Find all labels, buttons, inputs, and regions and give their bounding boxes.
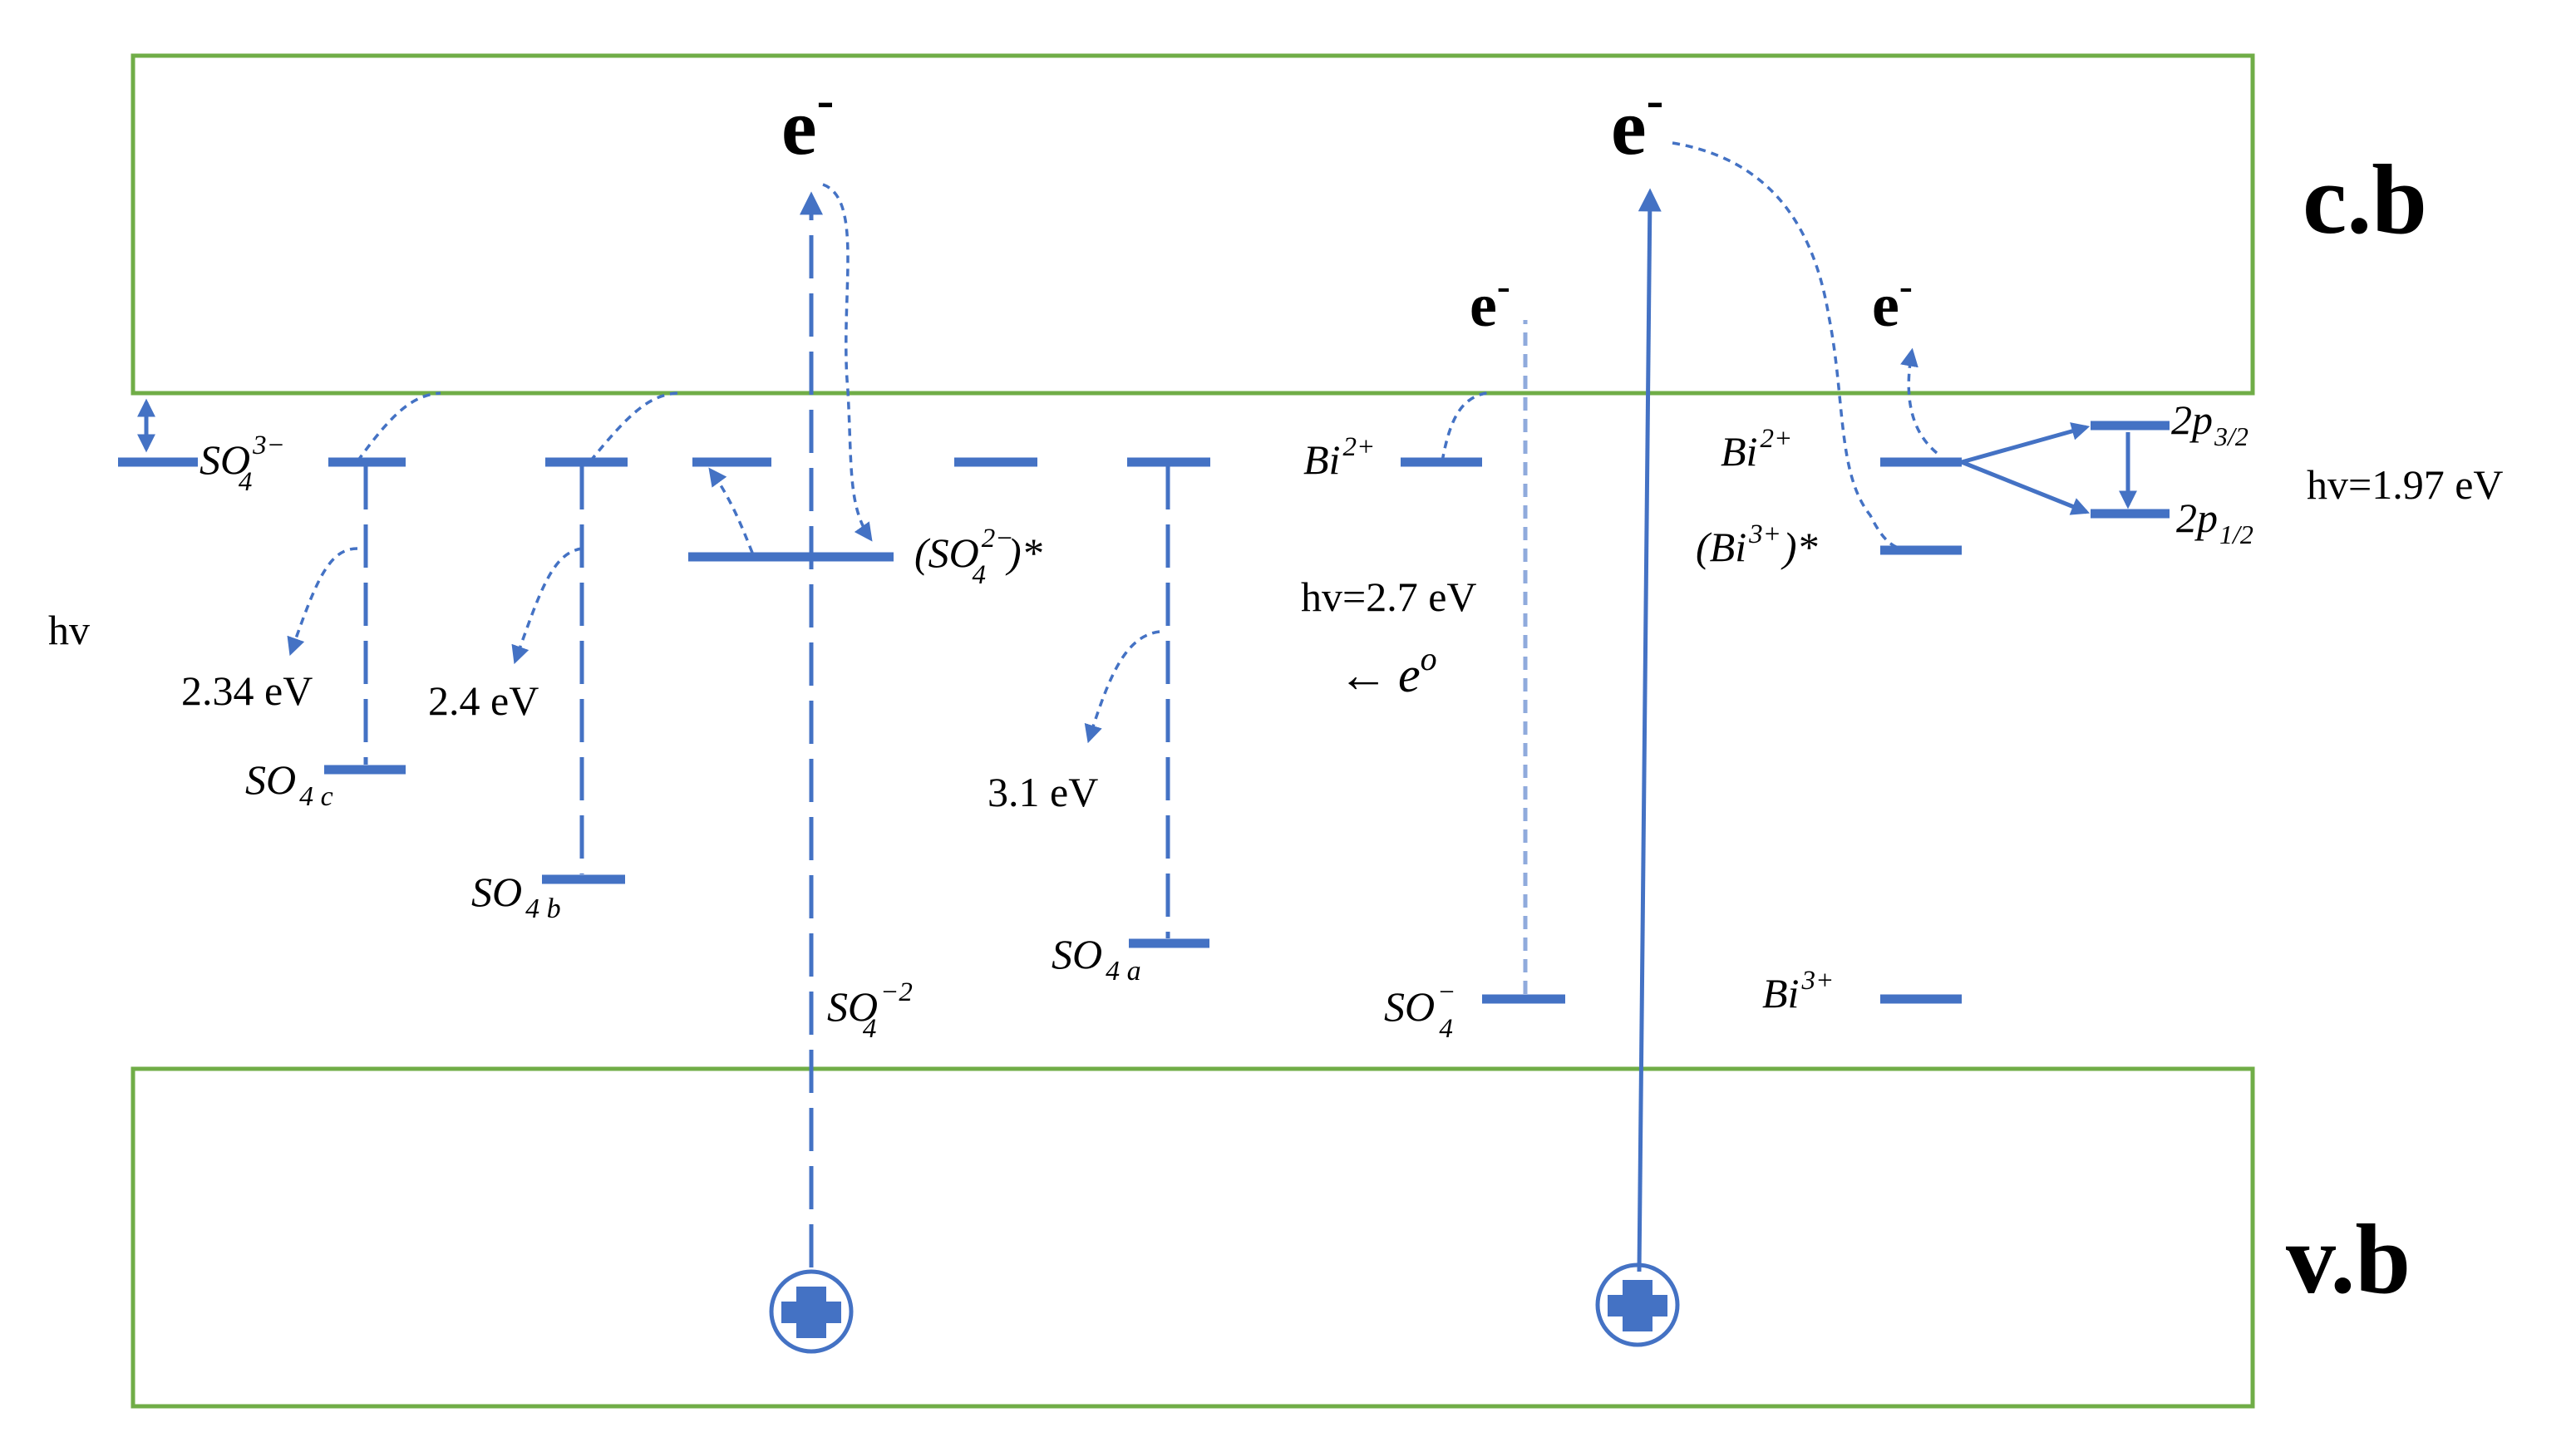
label-2p32: 2p3/2 (2171, 396, 2248, 451)
label-bi2-left: Bi2+ (1303, 432, 1375, 483)
electron-1: e- (781, 72, 834, 171)
label-2p12: 2p1/2 (2176, 495, 2253, 549)
conduction-band-label: c.b (2303, 144, 2427, 254)
arrow-to-2p32 (1961, 422, 2091, 465)
relax-arrow-bi2-up (1900, 347, 1938, 455)
hole-icon-1 (769, 1269, 854, 1354)
label-hv-27: hv=2.7 eV (1301, 573, 1477, 620)
label-bi2-right: Bi2+ (1721, 424, 1792, 475)
label-bi3-excited: (Bi3+)* (1696, 519, 1818, 570)
valence-band-label: v.b (2286, 1203, 2411, 1314)
electron-4: e- (1872, 264, 1913, 340)
bi-excitation-arrow (1637, 188, 1662, 1272)
relax-curve-cb-to-bi3-excited (1672, 141, 1901, 550)
valence-band (131, 1066, 2255, 1409)
label-so4-3minus: SO3−4 (199, 431, 285, 497)
electron-2: e- (1611, 72, 1663, 171)
label-bi3: Bi3+ (1762, 966, 1834, 1016)
relax-curve-so4c-top (356, 391, 441, 463)
label-so4-2minus-excited: (SO2−4)* (914, 524, 1042, 590)
relax-curve-bi2-left (1441, 391, 1493, 462)
label-234ev: 2.34 eV (181, 667, 313, 714)
relax-curve-so4b-top (589, 391, 678, 463)
label-31ev: 3.1 eV (988, 769, 1098, 815)
arrow-to-2p12 (1961, 460, 2091, 515)
hole-icon-2 (1595, 1262, 1680, 1347)
decay-arrow-234 (287, 547, 358, 657)
electron-3: e- (1470, 264, 1510, 340)
relax-arrow-cb-to-excited (822, 183, 873, 542)
conduction-band (131, 53, 2255, 396)
decay-arrow-31 (1084, 630, 1160, 744)
label-24ev: 2.4 eV (428, 677, 539, 724)
label-eo: ←eo (1338, 640, 1437, 702)
hv-label: hv (48, 607, 90, 653)
label-so4-minus: SO−4 (1384, 977, 1455, 1044)
label-hv-197: hv=1.97 eV (2307, 461, 2504, 508)
decay-arrow-24 (511, 547, 583, 665)
relax-arrow-excited-up (708, 467, 754, 554)
